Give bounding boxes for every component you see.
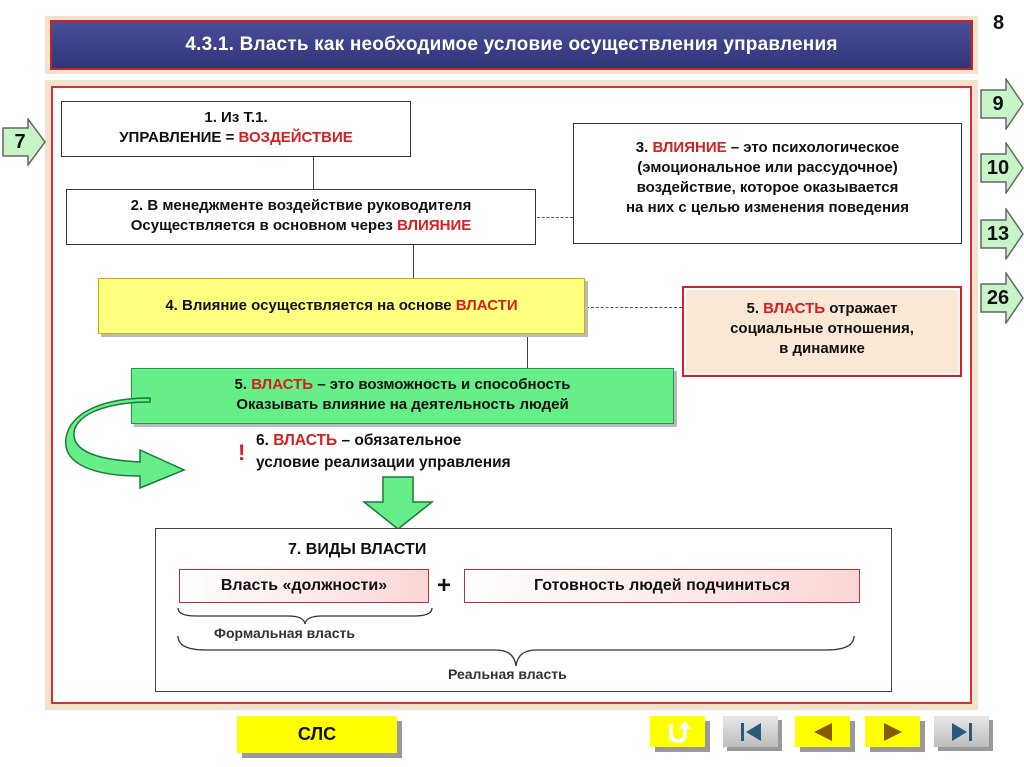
note-power-required: 6. ВЛАСТЬ – обязательное условие реализа… (256, 430, 616, 474)
return-button[interactable] (650, 716, 705, 747)
play-right-icon (883, 722, 902, 741)
sls-button[interactable]: СЛС (237, 716, 397, 753)
right-arrow-icon (980, 76, 1024, 132)
skip-back-icon (740, 722, 761, 741)
nav-link-26-button[interactable]: 26 (980, 270, 1024, 326)
page-title: 4.3.1. Власть как необходимое условие ос… (50, 20, 973, 70)
right-arrow-icon (2, 116, 46, 168)
skip-forward-icon (951, 722, 972, 741)
nav-link-label: 26 (986, 286, 1010, 309)
box3-line2: (эмоциональное или рассудочное) (637, 159, 898, 176)
connector-line (413, 245, 414, 278)
nav-back-label: 7 (14, 130, 26, 153)
box5g-text: – это возможность и способность (313, 376, 571, 393)
plus-sign: + (437, 572, 452, 599)
box2-line2: Осуществляется в основном через ВЛИЯНИЕ (67, 216, 535, 236)
box3-line1: 3. ВЛИЯНИЕ – это психологическое (574, 138, 961, 158)
nav-back-arrow-button[interactable]: 7 (2, 116, 46, 168)
box-manager-influence: 2. В менеджменте воздействие руководител… (66, 189, 536, 245)
box5g-line1: 5. ВЛАСТЬ – это возможность и способност… (132, 375, 673, 395)
right-arrow-icon (980, 140, 1024, 196)
box3-line4: на них с целью изменения поведения (626, 199, 909, 216)
nav-link-13-button[interactable]: 13 (980, 206, 1024, 262)
box4-text-a: 4. Влияние осуществляется на основе (165, 297, 456, 314)
exclamation-icon: ! (238, 440, 246, 465)
box1-text: УПРАВЛЕНИЕ = (119, 129, 239, 146)
box4-text: 4. Влияние осуществляется на основе ВЛАС… (165, 296, 517, 316)
box2-term: ВЛИЯНИЕ (397, 217, 472, 234)
box2-text: Осуществляется в основном через (130, 217, 398, 234)
box-influence-based-on-power: 4. Влияние осуществляется на основе ВЛАС… (98, 278, 585, 334)
box5r-prefix: 5. (746, 300, 764, 317)
note6-prefix: 6. (256, 432, 274, 449)
nav-link-label: 13 (986, 222, 1010, 245)
nav-link-label: 9 (992, 92, 1004, 115)
prev-slide-button[interactable] (795, 716, 850, 747)
position-power-label: Власть «должности» (220, 577, 388, 594)
right-arrow-icon (980, 206, 1024, 262)
note6-text: – обязательное (337, 432, 462, 449)
willingness-box: Готовность людей подчиниться (464, 569, 860, 603)
curved-arrow-icon (65, 397, 186, 490)
box5r-line3: в динамике (779, 340, 865, 357)
down-arrow-icon (362, 476, 434, 530)
right-arrow-icon (980, 270, 1024, 326)
box2-line1: 2. В менеджменте воздействие руководител… (130, 197, 472, 214)
box5r-term: ВЛАСТЬ (763, 300, 826, 317)
formal-power-label: Формальная власть (214, 625, 355, 641)
box-management-influence: 1. Из Т.1. УПРАВЛЕНИЕ = ВОЗДЕЙСТВИЕ (61, 101, 411, 157)
real-power-label: Реальная власть (448, 666, 567, 682)
nav-link-9-button[interactable]: 9 (980, 76, 1024, 132)
nav-link-label: 10 (986, 156, 1010, 179)
play-left-icon (813, 722, 832, 741)
return-icon (668, 720, 691, 743)
box-power-social-relations: 5. ВЛАСТЬ отражает социальные отношения,… (682, 286, 962, 377)
box-influence-definition: 3. ВЛИЯНИЕ – это психологическое (эмоцио… (573, 123, 962, 244)
note6-line2: условие реализации управления (256, 454, 511, 471)
sls-label: СЛС (297, 724, 337, 744)
box4-term: ВЛАСТИ (455, 297, 518, 314)
position-power-box: Власть «должности» (179, 569, 429, 603)
dashed-connector (537, 217, 573, 218)
box5r-line1: 5. ВЛАСТЬ отражает (684, 299, 960, 319)
box-power-definition: 5. ВЛАСТЬ – это возможность и способност… (131, 368, 674, 424)
box1-term: ВОЗДЕЙСТВИЕ (238, 129, 353, 146)
kinds-of-power-box (155, 528, 892, 692)
brace-real (177, 635, 855, 667)
box3-prefix: 3. (635, 139, 653, 156)
note6-term: ВЛАСТЬ (273, 432, 338, 449)
willingness-label: Готовность людей подчиниться (534, 577, 790, 594)
box3-term: ВЛИЯНИЕ (652, 139, 727, 156)
box1-line1: 1. Из Т.1. (204, 109, 268, 126)
box3-line3: воздействие, которое оказывается (636, 179, 899, 196)
box5g-line2: Оказывать влияние на деятельность людей (236, 396, 569, 413)
kinds-title: 7. ВИДЫ ВЛАСТИ (288, 541, 427, 558)
box1-line2: УПРАВЛЕНИЕ = ВОЗДЕЙСТВИЕ (62, 128, 410, 148)
box5g-prefix: 5. (234, 376, 252, 393)
box5g-term: ВЛАСТЬ (251, 376, 314, 393)
page-number: 8 (993, 12, 1005, 34)
connector-line (313, 157, 314, 189)
last-slide-button[interactable] (934, 716, 989, 747)
connector-line (527, 334, 528, 368)
box5r-line2: социальные отношения, (730, 320, 914, 337)
next-slide-button[interactable] (865, 716, 920, 747)
brace-formal (177, 607, 433, 625)
note6-line1: 6. ВЛАСТЬ – обязательное (256, 430, 616, 452)
box3-text: – это психологическое (726, 139, 900, 156)
first-slide-button[interactable] (723, 716, 778, 747)
box5r-text: отражает (825, 300, 898, 317)
nav-link-10-button[interactable]: 10 (980, 140, 1024, 196)
dashed-connector (586, 307, 682, 308)
page-title-text: 4.3.1. Власть как необходимое условие ос… (185, 34, 838, 55)
